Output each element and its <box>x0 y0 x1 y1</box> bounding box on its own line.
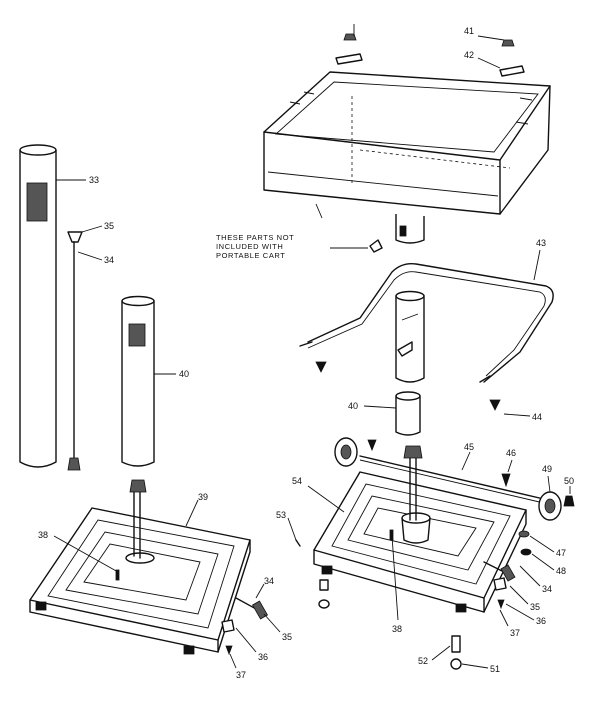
callout-35-right: 35 <box>530 602 540 612</box>
callout-48: 48 <box>556 566 566 576</box>
callout-34-right: 34 <box>542 584 552 594</box>
tube-33 <box>19 144 57 468</box>
callout-36-left: 36 <box>258 652 268 662</box>
note-line-3: PORTABLE CART <box>216 251 286 260</box>
callout-53: 53 <box>276 510 286 520</box>
callout-54: 54 <box>292 476 302 486</box>
peg-52 <box>451 635 461 653</box>
note-line-1: THESE PARTS NOT <box>216 233 294 242</box>
marker-53 <box>295 539 301 547</box>
callout-45: 45 <box>464 442 474 452</box>
leader-lines <box>53 24 571 669</box>
bolt-37-right <box>497 599 505 610</box>
tube-40-left <box>121 295 155 467</box>
note-line-2: INCLUDED WITH <box>216 242 283 251</box>
axle-45 <box>359 455 549 505</box>
clamp-36-right <box>493 577 507 591</box>
callout-37-right: 37 <box>510 628 520 638</box>
callout-50: 50 <box>564 476 574 486</box>
callout-39: 39 <box>198 492 208 502</box>
callout-51: 51 <box>490 664 500 674</box>
note-screw <box>369 239 383 253</box>
callout-46: 46 <box>506 448 516 458</box>
washer-48 <box>520 548 532 556</box>
callout-35-left-bottom: 35 <box>282 632 292 642</box>
callout-52: 52 <box>418 656 428 666</box>
cap-50 <box>563 495 575 507</box>
wheel-left <box>334 437 358 467</box>
cap-51 <box>450 658 462 670</box>
nut-41 <box>343 33 515 47</box>
callout-43: 43 <box>536 238 546 248</box>
callout-36-right: 36 <box>536 616 546 626</box>
callout-41: 41 <box>464 26 474 36</box>
bolt-37-left <box>225 645 233 656</box>
callout-35-left-top: 35 <box>104 221 114 231</box>
base-39 <box>29 479 251 655</box>
screw-top <box>367 439 377 452</box>
clip-42 <box>335 53 525 77</box>
wheel-49 <box>538 491 562 521</box>
callout-44: 44 <box>532 412 542 422</box>
callout-47: 47 <box>556 548 566 558</box>
callout-40-right: 40 <box>348 401 358 411</box>
handle-43 <box>299 262 554 383</box>
screw-46 <box>501 473 511 488</box>
tray <box>263 71 551 244</box>
screw-44 <box>489 399 501 411</box>
handle-34-left <box>235 597 269 620</box>
screw-left-handle <box>315 361 327 373</box>
feet <box>318 579 330 609</box>
base-54 <box>313 445 527 613</box>
callout-34-left-bottom: 34 <box>264 576 274 586</box>
callout-33: 33 <box>89 175 99 185</box>
parts-note: THESE PARTS NOT INCLUDED WITH PORTABLE C… <box>216 233 294 260</box>
washer-47 <box>518 530 530 538</box>
callout-49: 49 <box>542 464 552 474</box>
callout-34-left-top: 34 <box>104 255 114 265</box>
callout-38-right: 38 <box>392 624 402 634</box>
callout-37-left: 37 <box>236 670 246 680</box>
tube-slotted <box>395 290 425 383</box>
sleeve-40-right <box>395 391 421 436</box>
clamp-36-left <box>221 619 235 633</box>
callout-38-left: 38 <box>38 530 48 540</box>
callout-42: 42 <box>464 50 474 60</box>
callout-40-left: 40 <box>179 369 189 379</box>
rod-34 <box>67 231 83 471</box>
handle-34-right <box>483 561 516 582</box>
